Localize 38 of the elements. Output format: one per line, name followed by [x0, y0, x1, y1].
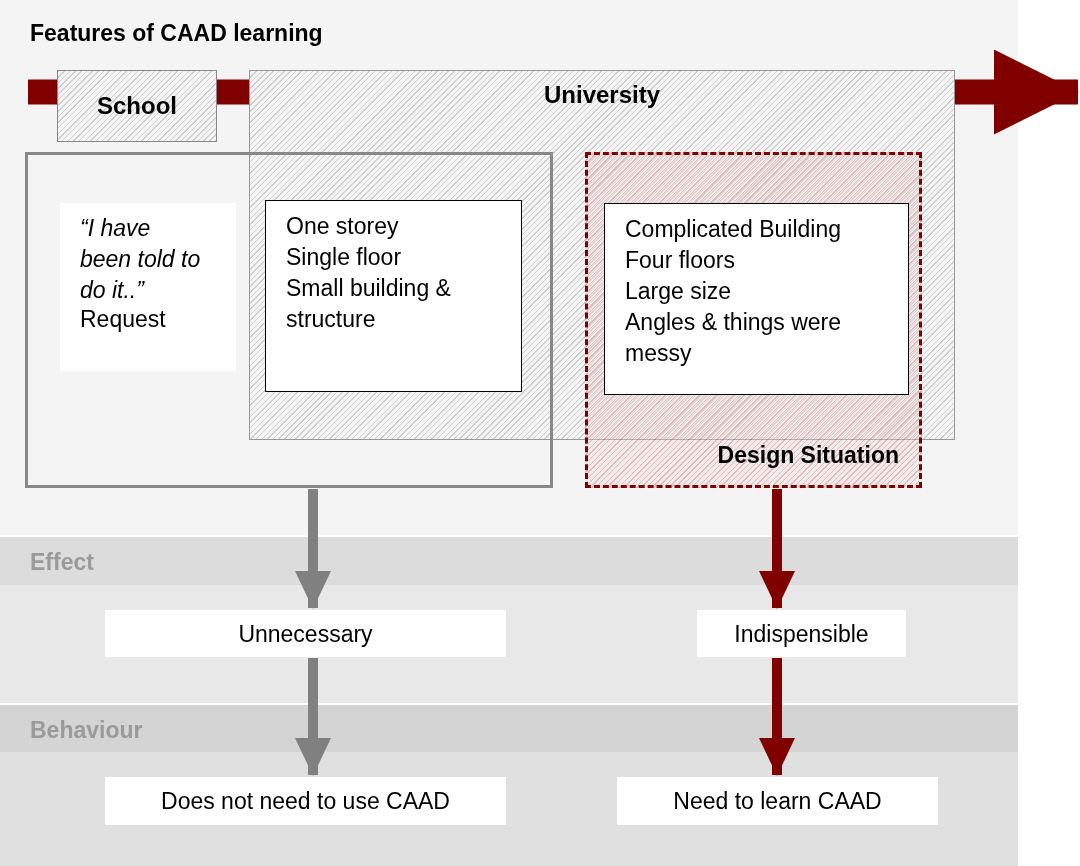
section-heading: Features of CAAD learning [30, 20, 323, 47]
section-band [0, 0, 1018, 535]
list-item: Small building & structure [286, 274, 452, 334]
arrow [759, 658, 795, 776]
box-title: Design Situation [717, 442, 899, 469]
result-box [105, 777, 506, 825]
connector-bar [28, 79, 57, 105]
box-title: School [96, 92, 178, 120]
list-item: Single floor [286, 243, 402, 272]
dashed-box [585, 152, 922, 488]
list-item: Four floors [625, 246, 735, 275]
connector-bar [217, 79, 249, 105]
quote-text: “I have been told to do it..” [80, 214, 202, 305]
result-text: Unnecessary [237, 620, 374, 647]
list-item: Complicated Building [625, 215, 842, 244]
result-box [697, 610, 906, 657]
list-item: Angles & things were messy [625, 308, 843, 368]
school-box [57, 70, 217, 142]
result-text: Indispensible [733, 620, 870, 647]
box-title: University [542, 81, 662, 109]
caption-text: Request [80, 306, 166, 333]
result-box [617, 777, 938, 825]
text-box [265, 200, 522, 392]
arrow [955, 49, 1079, 135]
list-item: Large size [625, 277, 732, 306]
section-band [0, 705, 1018, 866]
arrow [759, 489, 795, 609]
list-item: One storey [286, 212, 399, 241]
outline-frame [25, 152, 553, 488]
result-box [105, 610, 506, 657]
result-text: Need to learn CAAD [672, 787, 883, 815]
text-box [604, 203, 909, 395]
section-heading: Effect [30, 549, 94, 576]
result-text: Does not need to use CAAD [160, 787, 451, 815]
section-band [0, 537, 1018, 703]
section-heading: Behaviour [30, 717, 143, 744]
arrow [295, 658, 331, 776]
arrow [295, 489, 331, 609]
